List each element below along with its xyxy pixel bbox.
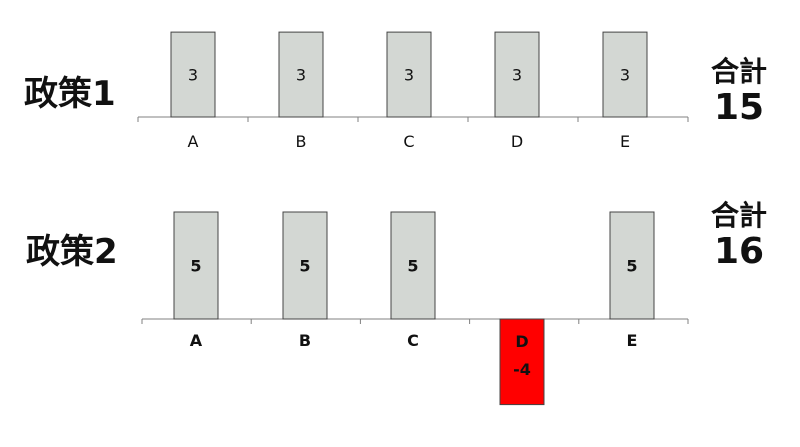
policy1-category-label-a: A xyxy=(188,132,199,151)
policy1-category-label-e: E xyxy=(620,132,630,151)
policy1-bar-c xyxy=(386,31,432,118)
policy1-data-label-e: 3 xyxy=(620,66,630,85)
policy2-data-label-c: 5 xyxy=(407,257,418,276)
policy2-title: 政策2 xyxy=(26,232,118,272)
policy1-bar-a xyxy=(170,31,216,118)
policy1-category-label-b: B xyxy=(296,132,307,151)
policy1-category-label-d: D xyxy=(511,132,523,151)
policy2-bar-a xyxy=(173,211,219,320)
policy1-total: 合計 15 xyxy=(694,56,784,128)
policy2-bar-b xyxy=(282,211,328,320)
policy1-data-label-b: 3 xyxy=(296,66,306,85)
policy2-data-label-e: 5 xyxy=(626,257,637,276)
policy1-bar-e xyxy=(602,31,648,118)
policy2-data-label-d: -4 xyxy=(513,360,531,379)
policy2-category-label-d: D xyxy=(515,332,528,351)
policy2-category-label-b: B xyxy=(299,331,311,350)
policy1-data-label-c: 3 xyxy=(404,66,414,85)
policy2-total: 合計 16 xyxy=(694,200,784,272)
policy2-bar-c xyxy=(390,211,436,320)
policy1-data-label-a: 3 xyxy=(188,66,198,85)
policy2-bar-e xyxy=(609,211,655,320)
policy1-category-label-c: C xyxy=(403,132,414,151)
policy2-category-label-e: E xyxy=(627,331,638,350)
policy1-bar-d xyxy=(494,31,540,118)
policy1-total-label: 合計 xyxy=(710,55,767,88)
policy1-title: 政策1 xyxy=(24,74,116,114)
policy2-bar-d xyxy=(499,318,545,406)
policy2-data-label-a: 5 xyxy=(190,257,201,276)
policy2-category-label-c: C xyxy=(407,331,419,350)
policy2-data-label-b: 5 xyxy=(299,257,310,276)
policy2-total-label: 合計 xyxy=(710,199,767,232)
policy1-data-label-d: 3 xyxy=(512,66,522,85)
policy2-total-value: 16 xyxy=(713,231,765,272)
policy2-category-label-a: A xyxy=(190,331,203,350)
policy1-total-value: 15 xyxy=(713,87,765,128)
policy1-bar-b xyxy=(278,31,324,118)
